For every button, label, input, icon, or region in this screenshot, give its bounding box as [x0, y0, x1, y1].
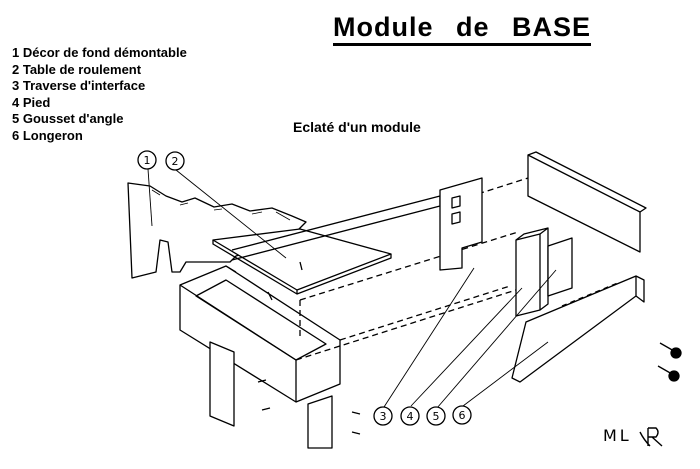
leader-6 [462, 341, 549, 407]
screw-2 [267, 261, 303, 301]
callout-circle-2 [165, 151, 185, 171]
callout-number-1: 1 [144, 154, 151, 167]
leg-front-right [307, 395, 333, 449]
legend-item-6: 6 Longeron [12, 127, 83, 143]
callout-number-2: 2 [172, 155, 179, 168]
leader-3 [383, 267, 475, 408]
signature-monogram [639, 427, 663, 447]
leader-5 [436, 269, 557, 409]
back-interface-crosspiece [439, 177, 483, 271]
callout-number-4: 4 [407, 410, 414, 423]
leader-4 [410, 287, 523, 407]
screw-1 [257, 379, 361, 435]
bolt-2-head [668, 370, 680, 382]
callout-circle-1 [137, 150, 157, 170]
assembly-line-3 [295, 289, 517, 361]
legend-item-2: 2 Table de roulement [12, 61, 142, 77]
scenery-torn-edge [151, 189, 291, 221]
legend: 1 Décor de fond démontable 2 Table de ro… [12, 45, 187, 144]
leg-front-left [209, 341, 235, 427]
leg-rear-right [515, 233, 541, 317]
legend-item-3: 3 Traverse d'interface [12, 78, 146, 93]
callout-circle-3 [373, 406, 393, 426]
legend-item-1: 1 Décor de fond démontable [12, 45, 187, 60]
legend-item-4: 4 Pied [12, 94, 51, 110]
bolt-1-head [670, 347, 682, 359]
callout-circle-5 [426, 406, 446, 426]
side-rail-upper-top [527, 151, 647, 213]
leader-2 [175, 169, 287, 259]
crosspiece-slot-2 [451, 211, 461, 225]
crosspiece-slot-1 [451, 195, 461, 209]
callout-number-5: 5 [433, 410, 440, 423]
legend-item-5: 5 Gousset d'angle [12, 111, 124, 126]
side-rail-lower-dashes [561, 281, 621, 307]
leader-1 [147, 168, 153, 227]
assembly-line-2 [339, 285, 511, 341]
side-rail-lower [511, 275, 637, 383]
diagram-subtitle: Eclaté d'un module [293, 119, 421, 135]
side-rail-upper [527, 154, 641, 253]
callout-number-3: 3 [380, 410, 387, 423]
page-title: Module de BASE [333, 12, 592, 46]
rolling-table-edge [212, 240, 392, 295]
corner-gusset [547, 237, 573, 297]
callout-circle-4 [400, 406, 420, 426]
side-rail-lower-edge [635, 275, 645, 303]
callout-circle-6 [452, 405, 472, 425]
signature-initials: ML [603, 426, 632, 445]
callout-number-6: 6 [459, 409, 466, 422]
